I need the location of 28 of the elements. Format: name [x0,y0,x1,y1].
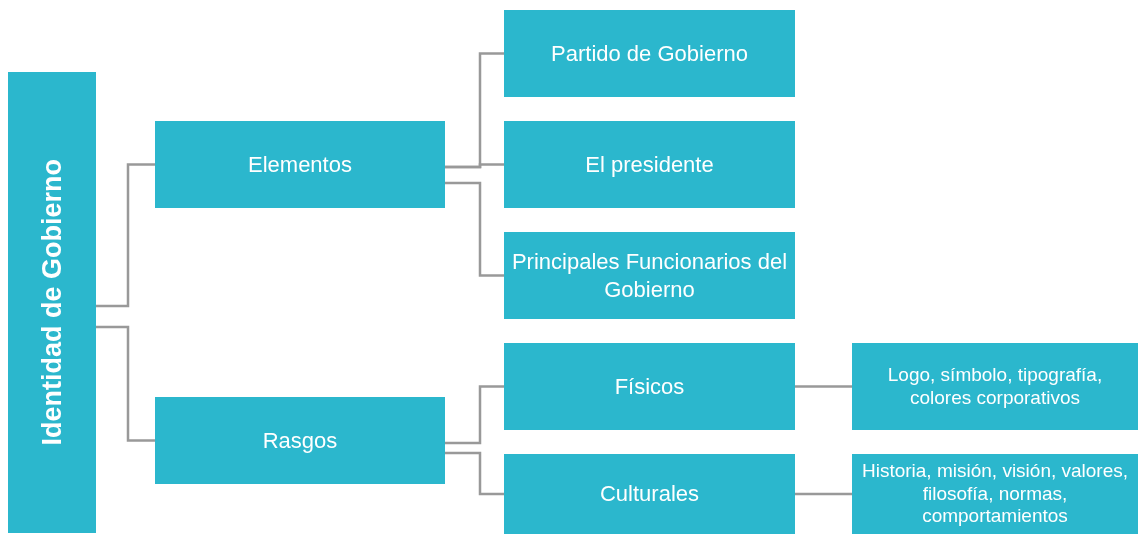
connector-line [445,163,504,169]
topic-box [155,397,445,484]
connector-line [445,385,504,445]
connector-line [795,492,852,496]
box-label: Culturales [599,480,699,508]
box-label: Partido de Gobierno [551,39,748,68]
box-label: Identidad de Gobierno [35,159,68,446]
topic-box [504,232,795,319]
connector-line [96,325,155,442]
topic-box [8,72,96,533]
box-label: Elementos [248,150,352,179]
box-label: Principales Funcionarios del Gobierno [510,248,789,303]
connector-line [445,181,504,277]
topic-box [155,121,445,208]
topic-box [504,343,795,430]
box-label: Físicos [614,372,685,401]
connector-line [795,385,852,388]
topic-box [852,343,1138,430]
topic-box [504,121,795,208]
box-label: Historia, misión, visión, valores, filosofía, normas, comportamientos [860,459,1130,529]
connector-line [445,451,504,496]
topic-box [504,454,795,534]
topic-box [852,454,1138,534]
box-label: Rasgos [262,426,338,455]
connector-line [96,163,155,308]
box-label: Logo, símbolo, tipografía, colores corporativos [886,363,1104,410]
box-label: El presidente [585,150,714,179]
topic-box [504,10,795,97]
